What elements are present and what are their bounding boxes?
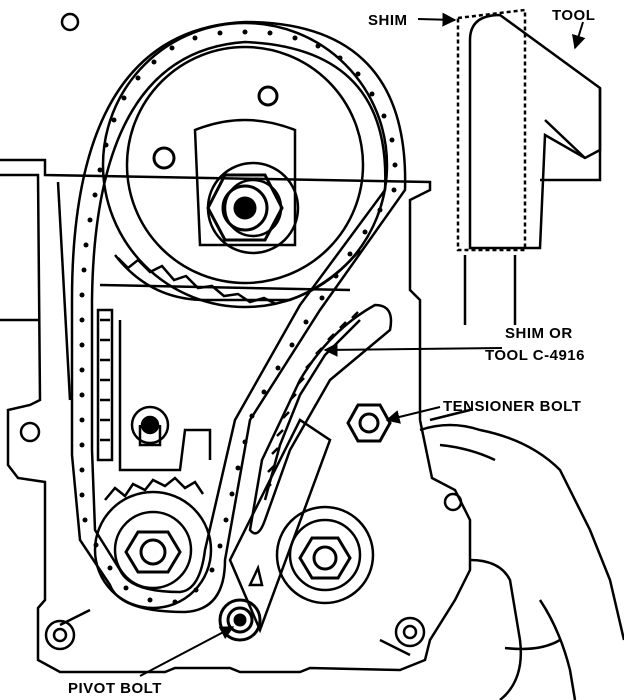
camshaft-sprocket (101, 21, 389, 309)
cam-sprocket-hole-right (257, 85, 279, 107)
camshaft-bolt-icon (206, 173, 284, 242)
tensioner-arm (228, 303, 393, 634)
label-shim: SHIM (368, 12, 408, 29)
mounting-hole-top (60, 12, 80, 32)
pivot-bolt-icon (218, 598, 262, 642)
timing-chain (70, 20, 407, 614)
intermediate-bolt-icon (298, 536, 352, 580)
mounting-holes-lower (19, 421, 463, 651)
chain-guide-left (96, 308, 114, 462)
hand-illustration (419, 408, 624, 700)
engine-block (0, 158, 472, 674)
crankshaft-sprocket (93, 476, 213, 610)
crankshaft-bolt-icon (124, 530, 182, 574)
guide-bolt-icon (130, 405, 170, 447)
label-shim-or-tool-line2: TOOL C-4916 (485, 347, 585, 364)
intermediate-sprocket (275, 505, 375, 605)
tensioner-bolt-icon (346, 403, 392, 443)
label-tool: TOOL (552, 7, 595, 24)
label-tensioner-bolt: TENSIONER BOLT (443, 398, 581, 415)
cam-sprocket-hole-left (152, 146, 176, 170)
shim-and-tool (456, 8, 602, 325)
label-pivot-bolt: PIVOT BOLT (68, 680, 162, 697)
callout-leaders (139, 12, 586, 677)
label-shim-or-tool-line1: SHIM OR (505, 325, 573, 342)
